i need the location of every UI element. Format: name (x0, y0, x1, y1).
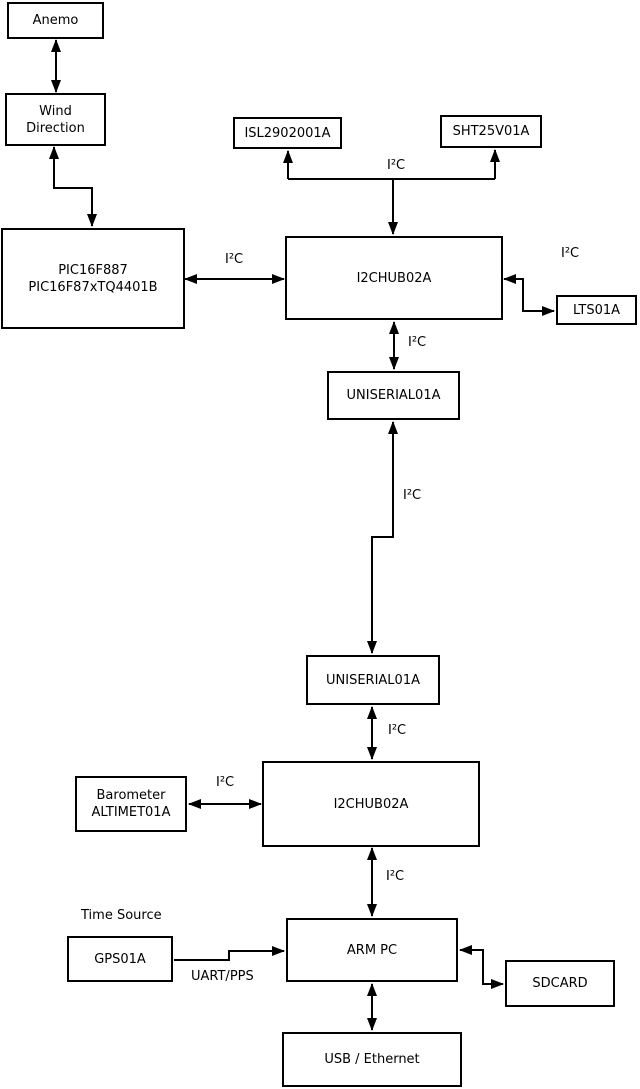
label-time-source: Time Source (81, 908, 162, 923)
node-isl2902001a: ISL2902001A (233, 117, 342, 149)
node-sdcard: SDCARD (505, 960, 615, 1007)
node-i2chub02a-top: I2CHUB02A (285, 236, 503, 320)
node-lts01a: LTS01A (556, 295, 637, 325)
node-pic16f887: PIC16F887 PIC16F87xTQ4401B (1, 228, 185, 329)
node-anemo: Anemo (7, 2, 104, 39)
node-barometer-altimet01a: Barometer ALTIMET01A (75, 776, 187, 832)
connector-i2chub-top-lts (503, 274, 555, 316)
connector-armpc-sdcard (459, 945, 504, 989)
node-usb-ethernet: USB / Ethernet (282, 1032, 462, 1087)
node-sht25v01a: SHT25V01A (440, 115, 542, 148)
connector-gps-armpc (174, 946, 285, 961)
node-uniserial01a-bottom: UNISERIAL01A (306, 655, 440, 705)
label-i2c-barometer: I²C (216, 775, 235, 790)
label-i2c-i2chub-armpc: I²C (386, 869, 405, 884)
node-gps01a: GPS01A (67, 936, 173, 982)
label-i2c-uniserial-i2chub: I²C (388, 723, 407, 738)
label-i2c-i2chub-uniserial: I²C (408, 335, 427, 350)
label-i2c-i2chub-lts: I²C (561, 246, 580, 261)
node-arm-pc: ARM PC (286, 918, 458, 982)
label-i2c-pic-i2chub: I²C (225, 252, 244, 267)
node-wind-direction: Wind Direction (5, 93, 106, 146)
connector-wind-pic (49, 146, 97, 227)
node-uniserial01a-top: UNISERIAL01A (327, 371, 460, 420)
node-i2chub02a-bottom: I2CHUB02A (262, 761, 480, 847)
label-i2c-sensors-branch: I²C (387, 158, 406, 173)
label-uart-pps: UART/PPS (191, 969, 254, 984)
connector-uniserial-link (367, 421, 398, 654)
label-i2c-uniserial-link: I²C (403, 488, 422, 503)
